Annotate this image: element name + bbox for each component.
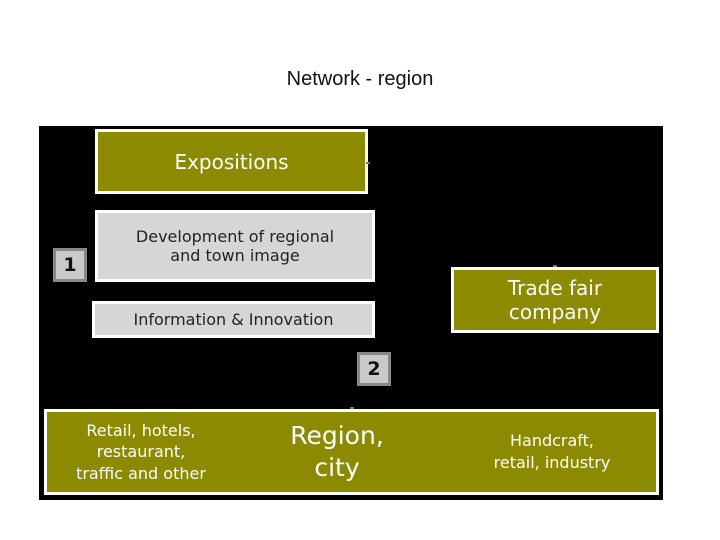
page-title: Network - region	[286, 68, 434, 90]
retail-hotels-line-3: traffic and other	[76, 463, 206, 483]
retail-hotels-cell: Retail, hotels, restaurant, traffic and …	[55, 412, 227, 492]
development-box: Development of regional and town image	[95, 210, 375, 282]
marker-2: 2	[357, 352, 391, 386]
region-city-box: Retail, hotels, restaurant, traffic and …	[44, 409, 659, 495]
marker-2-label: 2	[367, 358, 381, 380]
region-city-line-2: city	[314, 453, 360, 482]
handcraft-line-2: retail, industry	[493, 453, 611, 472]
trade-fair-label-line-1: Trade fair	[507, 276, 603, 300]
trade-fair-company-box: Trade fair company	[451, 267, 659, 333]
trade-fair-label-line-2: company	[508, 300, 602, 324]
connector-tick	[553, 265, 557, 267]
network-diagram: Expositions Development of regional and …	[39, 126, 663, 500]
retail-hotels-line-2: restaurant,	[96, 442, 186, 462]
retail-hotels-line-1: Retail, hotels,	[86, 421, 196, 441]
development-label-line-2: and town image	[170, 246, 300, 265]
region-city-line-1: Region,	[290, 421, 384, 450]
handcraft-line-1: Handcraft,	[509, 430, 595, 450]
region-city-cell: Region, city	[262, 412, 412, 492]
expositions-label: Expositions	[174, 149, 289, 174]
handcraft-cell: Handcraft, retail, industry	[457, 412, 647, 492]
connector-tick	[350, 407, 354, 409]
expositions-box: Expositions	[95, 129, 368, 194]
information-innovation-label: Information & Innovation	[133, 309, 334, 329]
information-innovation-box: Information & Innovation	[92, 301, 375, 338]
connector-tick	[366, 162, 370, 164]
development-label-line-1: Development of regional	[135, 226, 335, 246]
marker-1: 1	[53, 248, 87, 282]
marker-1-label: 1	[63, 254, 77, 276]
